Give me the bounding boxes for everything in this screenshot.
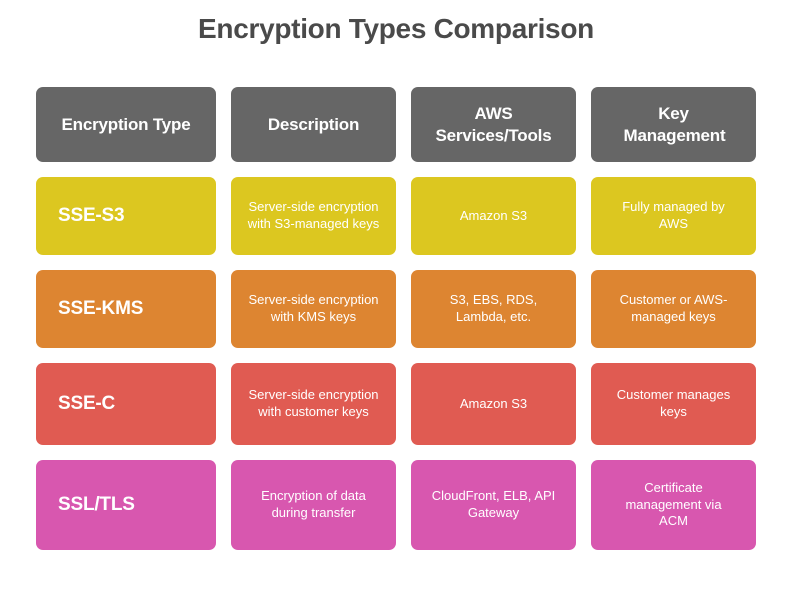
row-sse-s3-description: Server-side encryption with S3-managed k… <box>231 177 396 255</box>
row-ssl-tls-description: Encryption of data during transfer <box>231 460 396 550</box>
row-ssl-tls-key-management: Certificate management via ACM <box>591 460 756 550</box>
header-aws-services: AWS Services/Tools <box>411 87 576 162</box>
row-ssl-tls-services: CloudFront, ELB, API Gateway <box>411 460 576 550</box>
row-sse-c-key-management: Customer manages keys <box>591 363 756 445</box>
row-ssl-tls-type: SSL/TLS <box>36 460 216 550</box>
row-sse-s3-type: SSE-S3 <box>36 177 216 255</box>
row-sse-s3-services: Amazon S3 <box>411 177 576 255</box>
row-sse-kms-description: Server-side encryption with KMS keys <box>231 270 396 348</box>
row-sse-kms-key-management: Customer or AWS-managed keys <box>591 270 756 348</box>
header-key-management: Key Management <box>591 87 756 162</box>
page-title: Encryption Types Comparison <box>198 13 594 44</box>
row-sse-c-type: SSE-C <box>36 363 216 445</box>
row-sse-kms-services: S3, EBS, RDS, Lambda, etc. <box>411 270 576 348</box>
header-encryption-type: Encryption Type <box>36 87 216 162</box>
header-description: Description <box>231 87 396 162</box>
row-sse-c-services: Amazon S3 <box>411 363 576 445</box>
comparison-table: Encryption Type Description AWS Services… <box>36 87 756 550</box>
row-sse-s3-key-management: Fully managed by AWS <box>591 177 756 255</box>
row-sse-kms-type: SSE-KMS <box>36 270 216 348</box>
row-sse-c-description: Server-side encryption with customer key… <box>231 363 396 445</box>
